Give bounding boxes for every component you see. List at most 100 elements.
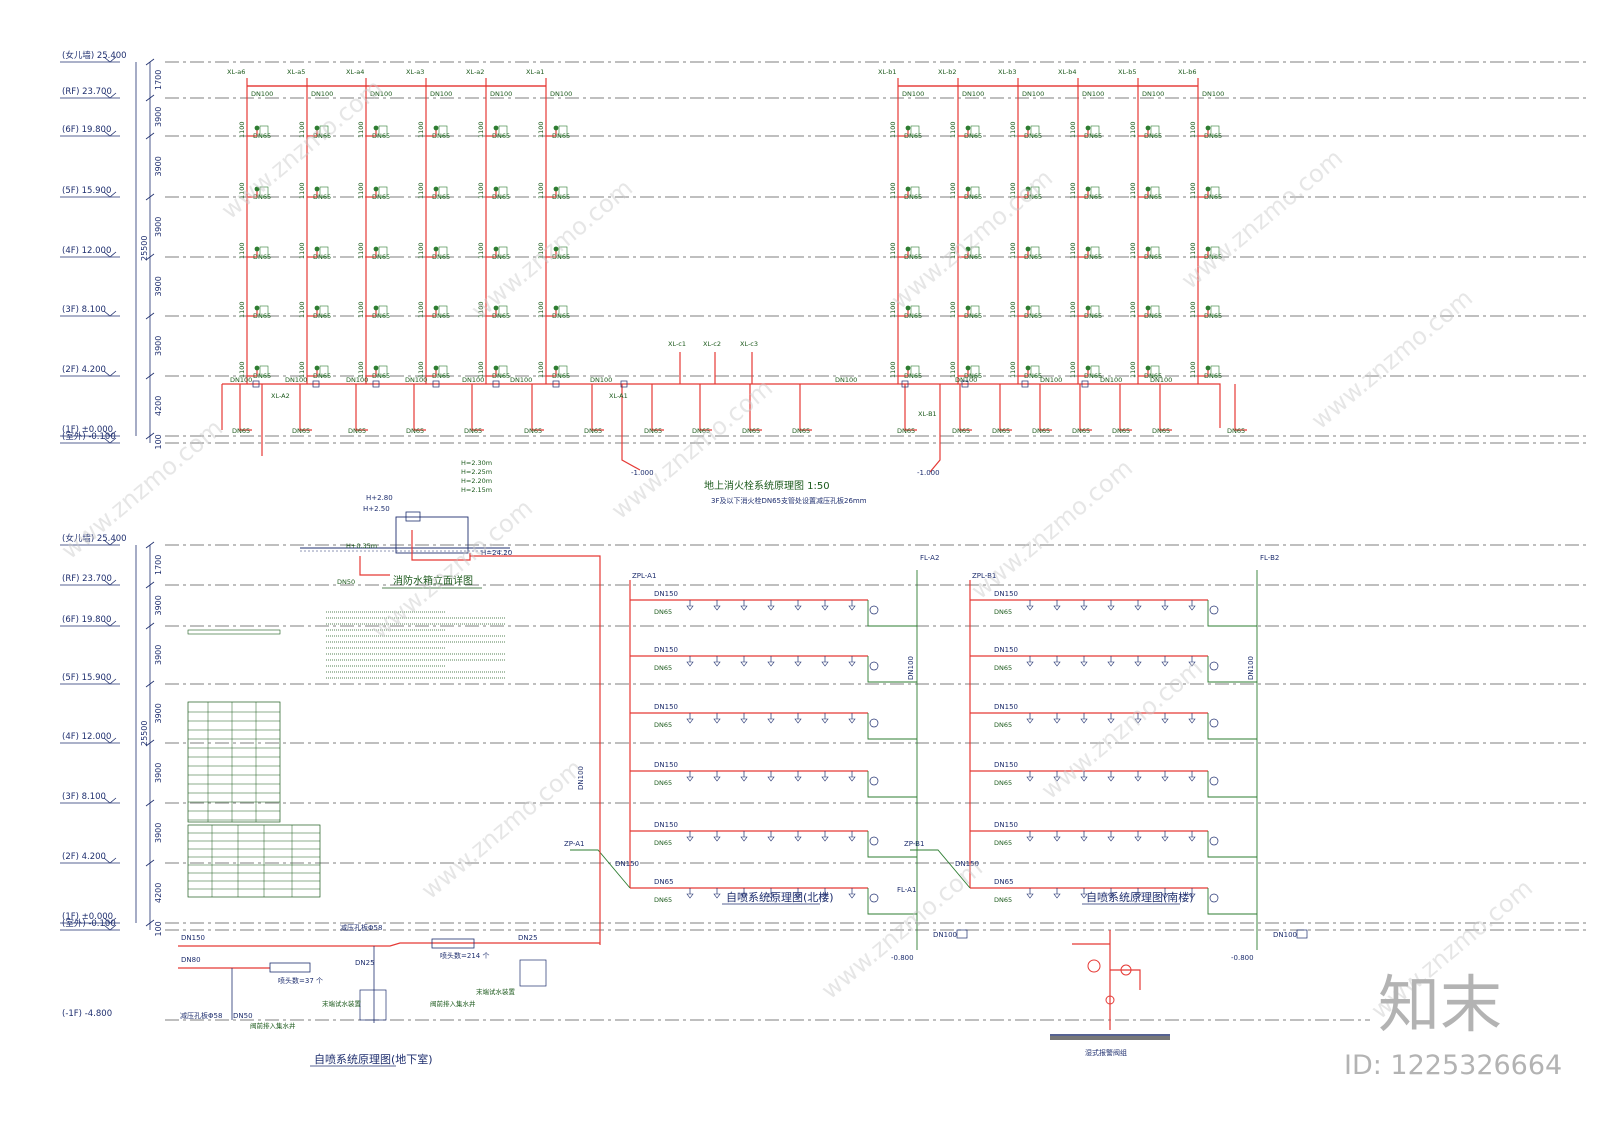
hydrant-box-icon — [1030, 246, 1040, 258]
level-label: (5F) 15.900 — [62, 673, 111, 683]
hydrant-box-icon — [1150, 305, 1160, 317]
basement-label: 喷头数=37 个 — [278, 976, 323, 985]
drain-pipe — [1207, 656, 1257, 683]
hydrant-height-tag: 1100 — [537, 301, 545, 318]
pipe-tag: XL-A2 — [271, 392, 290, 400]
sprinkler-head-icon — [686, 893, 694, 899]
pipe-tag: DN65 — [654, 664, 672, 672]
dim-total: 25500 — [140, 236, 149, 261]
valve-icon — [492, 380, 500, 388]
dim-tick — [145, 739, 155, 747]
drain-box-icon — [956, 929, 968, 939]
hydrant-valve-icon — [373, 246, 379, 252]
hydrant-branch — [958, 251, 969, 258]
hydrant-branch — [546, 370, 557, 377]
hydrant-branch — [1198, 130, 1209, 137]
hydrant-branch — [898, 310, 909, 317]
hydrant-height-tag: 1100 — [1189, 361, 1197, 378]
sprinkler-head-icon — [740, 836, 748, 842]
hydrant-height-tag: 1100 — [537, 182, 545, 199]
hydrant-box-icon — [1210, 305, 1220, 317]
hydrant-branch — [546, 191, 557, 198]
pipe-tag: DN150 — [181, 934, 205, 942]
hydrant-height-tag: 1100 — [889, 361, 897, 378]
hydrant-box-icon — [970, 365, 980, 377]
sprinkler-head-icon — [794, 776, 802, 782]
hydrant-box-icon — [970, 186, 980, 198]
basement-label: 阀前排入集水井 — [250, 1021, 296, 1030]
brand-logo-text: 知末 — [1378, 968, 1502, 1041]
hydrant-box-icon — [970, 246, 980, 258]
sprinkler-head-icon — [1107, 836, 1115, 842]
hydrant-drop — [699, 384, 712, 431]
hydrant-height-tag: 1100 — [477, 242, 485, 259]
hydrant-height-tag: 1100 — [357, 182, 365, 199]
pipe-tag: DN65 — [952, 427, 970, 435]
hydrant-branch — [1198, 191, 1209, 198]
basement-label: 末端试水装置 — [476, 987, 516, 996]
hydrant-height-tag: 1100 — [1009, 301, 1017, 318]
pipe-tag: DN65 — [897, 427, 915, 435]
sprinkler-head-icon — [1161, 893, 1169, 899]
gauge-icon — [1209, 776, 1219, 786]
pipe-tag: DN65 — [292, 427, 310, 435]
notes-and-tables — [187, 611, 506, 898]
hydrant-branch — [1138, 130, 1149, 137]
hydrant-box-icon — [558, 246, 568, 258]
hydrant-branch — [898, 251, 909, 258]
hydrant-box-icon — [1030, 305, 1040, 317]
pipe-tag: DN100 — [1142, 90, 1164, 98]
hydrant-branch — [1078, 310, 1089, 317]
hydrant-branch — [307, 130, 318, 137]
basement-label: 阀前排入集水井 — [430, 999, 476, 1008]
dim-tick — [145, 541, 155, 549]
hydrant-height-tag: 1100 — [1069, 242, 1077, 259]
sprinkler-head-icon — [1080, 893, 1088, 899]
hydrant-height-tag: 1100 — [298, 182, 306, 199]
riser-label: FL-A1 — [897, 886, 916, 894]
hydrant-valve-icon — [493, 305, 499, 311]
dim-text: 3900 — [154, 823, 163, 843]
sprinkler-head-icon — [740, 605, 748, 611]
pipe-tag: DN100 — [430, 90, 452, 98]
level-label: (4F) 12.000 — [62, 246, 111, 256]
hydrant-box-icon — [910, 186, 920, 198]
hydrant-valve-icon — [905, 365, 911, 371]
hydrant-box-icon — [1210, 365, 1220, 377]
sprinkler-head-icon — [686, 718, 694, 724]
riser-label: XL-c1 — [668, 340, 686, 348]
hydrant-branch — [1018, 191, 1029, 198]
pipe-tag: DN100 — [962, 90, 984, 98]
sprinkler-head-icon — [1161, 661, 1169, 667]
hydrant-valve-icon — [373, 186, 379, 192]
sprinkler-head-icon — [1053, 776, 1061, 782]
hydrant-branch — [1078, 370, 1089, 377]
pipe-tag: DN100 — [370, 90, 392, 98]
hydrant-box-icon — [1090, 246, 1100, 258]
sprinkler-head-icon — [1053, 605, 1061, 611]
hydrant-drop — [1119, 384, 1132, 431]
hydrant-branch — [898, 370, 909, 377]
sprinkler-head-icon — [740, 893, 748, 899]
pipe-tag: XL-B1 — [918, 410, 937, 418]
level-label: (1F) ±0.000 — [62, 425, 113, 435]
sprinkler-head-icon — [1026, 718, 1034, 724]
level-label: (4F) 12.000 — [62, 732, 111, 742]
sprinkler-head-icon — [1134, 605, 1142, 611]
pipe-tag: DN100 — [1150, 376, 1172, 384]
hydrant-branch — [247, 191, 258, 198]
sprinkler-head-icon — [1107, 776, 1115, 782]
sprinkler-head-icon — [821, 836, 829, 842]
sprinkler-head-icon — [821, 661, 829, 667]
hydrant-box-icon — [378, 186, 388, 198]
ground-main — [222, 383, 1221, 428]
hydrant-box-icon — [1090, 365, 1100, 377]
pipe-tag: ZP-A1 — [564, 840, 584, 848]
alarm-valve-group-detail: 湿式报警阀组 — [1050, 930, 1170, 1057]
pipe-tag: DN150 — [994, 761, 1018, 769]
hydrant-drop — [591, 384, 604, 431]
tank-label: H+2.80 — [366, 494, 393, 502]
dim-text: 1700 — [154, 555, 163, 575]
hydrant-box-icon — [558, 365, 568, 377]
